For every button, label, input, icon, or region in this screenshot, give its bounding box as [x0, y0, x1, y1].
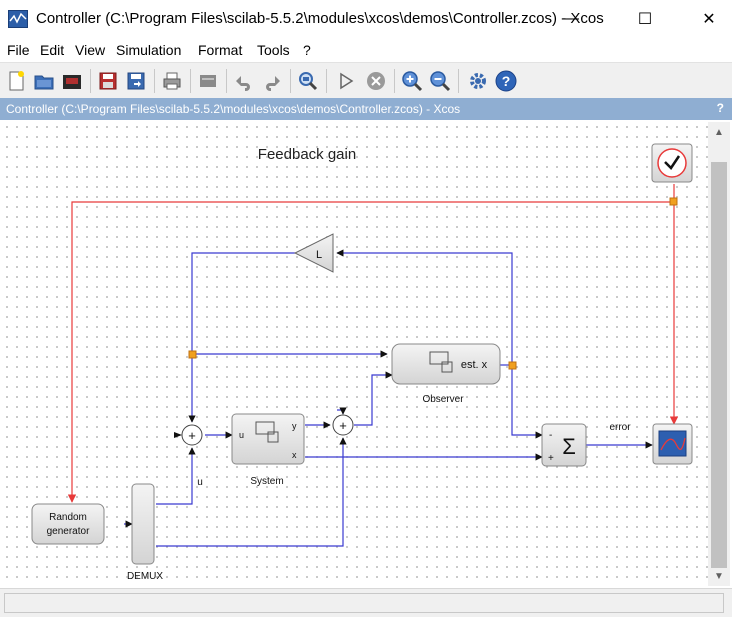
observer-inner-label: est. x — [461, 359, 488, 371]
undo-icon[interactable] — [232, 69, 256, 93]
redo-icon[interactable] — [260, 69, 284, 93]
menu-help[interactable]: ? — [303, 42, 311, 58]
system-port-u: u — [239, 430, 244, 440]
clock-split-point[interactable] — [669, 197, 678, 206]
system-label: System — [250, 476, 283, 487]
stop-icon[interactable] — [364, 69, 388, 93]
status-field — [4, 593, 724, 613]
gain-label: L — [316, 249, 322, 261]
menu-file[interactable]: File — [7, 42, 30, 58]
observer-label: Observer — [422, 394, 464, 405]
scope-block[interactable] — [652, 423, 693, 465]
print-icon[interactable] — [160, 69, 184, 93]
clock-links — [67, 184, 679, 503]
open-icon[interactable] — [32, 69, 56, 93]
scroll-down-arrow-icon[interactable]: ▼ — [714, 571, 724, 582]
clock-hands-icon — [664, 155, 681, 170]
new-diagram-icon[interactable] — [4, 69, 28, 93]
status-bar — [0, 588, 732, 617]
toolbar: ? — [0, 62, 732, 99]
toolbar-separator — [226, 69, 227, 93]
clock-block[interactable] — [651, 143, 693, 183]
observer-block[interactable]: est. x Observer — [391, 343, 501, 405]
help-icon[interactable]: ? — [494, 69, 518, 93]
toolbar-separator — [394, 69, 395, 93]
maximize-button[interactable]: ☐ — [637, 11, 653, 28]
toolbar-separator — [154, 69, 155, 93]
save-as-icon[interactable] — [124, 69, 148, 93]
sum-plus-port: + — [548, 453, 554, 464]
gain-block[interactable]: L — [293, 233, 334, 273]
close-button[interactable]: ✕ — [702, 11, 716, 28]
input-adder-block[interactable]: + — [174, 424, 203, 446]
toolbar-separator — [326, 69, 327, 93]
window-title: Controller (C:\Program Files\scilab-5.5.… — [36, 10, 604, 27]
menu-view[interactable]: View — [75, 42, 106, 58]
fit-diagram-icon[interactable] — [296, 69, 320, 93]
diagram-tab-bar: Controller (C:\Program Files\scilab-5.5.… — [0, 98, 732, 120]
output-adder-symbol: + — [339, 418, 347, 433]
zoom-out-icon[interactable] — [428, 69, 452, 93]
toolbar-separator — [190, 69, 191, 93]
diagram-svg: Feedback gain — [31, 143, 693, 582]
diagram-canvas[interactable]: Feedback gain — [2, 122, 708, 586]
scroll-up-arrow-icon[interactable]: ▲ — [714, 127, 724, 138]
data-links — [124, 249, 653, 547]
scope-screen-icon — [658, 430, 687, 457]
toolbar-separator — [90, 69, 91, 93]
scrollbar-thumb[interactable] — [711, 162, 727, 568]
system-port-y: y — [292, 421, 297, 431]
demux-label: DEMUX — [127, 571, 163, 582]
toolbar-separator — [290, 69, 291, 93]
menu-simulation[interactable]: Simulation — [116, 42, 182, 58]
random-generator-block[interactable]: Random generator — [31, 503, 105, 545]
diagram-tab-help-button[interactable]: ? — [716, 101, 724, 115]
system-port-x: x — [292, 450, 297, 460]
demux-block[interactable]: DEMUX — [127, 483, 163, 582]
random-generator-label-line2: generator — [47, 526, 90, 537]
menu-bar: File Edit View Simulation Format Tools ? — [0, 38, 732, 62]
sum-minus-port: - — [549, 430, 552, 441]
setup-icon[interactable] — [466, 69, 490, 93]
sum-symbol: Σ — [562, 434, 576, 459]
diagram-tab-title: Controller (C:\Program Files\scilab-5.5.… — [6, 102, 461, 116]
vertical-scrollbar[interactable]: ▲ ▼ — [708, 122, 730, 586]
delete-icon[interactable] — [196, 69, 220, 93]
open-in-scilab-icon[interactable] — [60, 69, 84, 93]
xcos-app-icon — [8, 10, 28, 28]
u-signal-label: u — [197, 477, 203, 488]
title-bar: Controller (C:\Program Files\scilab-5.5.… — [0, 0, 732, 38]
input-adder-symbol: + — [188, 428, 196, 443]
system-inner-icon — [255, 421, 275, 435]
toolbar-separator — [458, 69, 459, 93]
random-generator-label-line1: Random — [49, 512, 87, 523]
menu-edit[interactable]: Edit — [40, 42, 65, 58]
save-icon[interactable] — [96, 69, 120, 93]
error-sum-block[interactable]: Σ - + — [541, 423, 587, 467]
zoom-in-icon[interactable] — [400, 69, 424, 93]
data-split-point[interactable] — [508, 361, 517, 370]
start-icon[interactable] — [334, 69, 358, 93]
output-adder-block[interactable]: + — [332, 414, 354, 436]
data-split-point[interactable] — [188, 350, 197, 359]
menu-tools[interactable]: Tools — [257, 42, 290, 58]
diagram-caption: Feedback gain — [258, 146, 356, 163]
system-block[interactable]: u y x System — [231, 413, 305, 487]
svg-text:?: ? — [502, 73, 511, 89]
observer-inner-icon — [429, 351, 449, 365]
error-signal-label: error — [609, 422, 631, 433]
menu-format[interactable]: Format — [198, 42, 243, 58]
minimize-button[interactable]: — — [563, 10, 579, 27]
